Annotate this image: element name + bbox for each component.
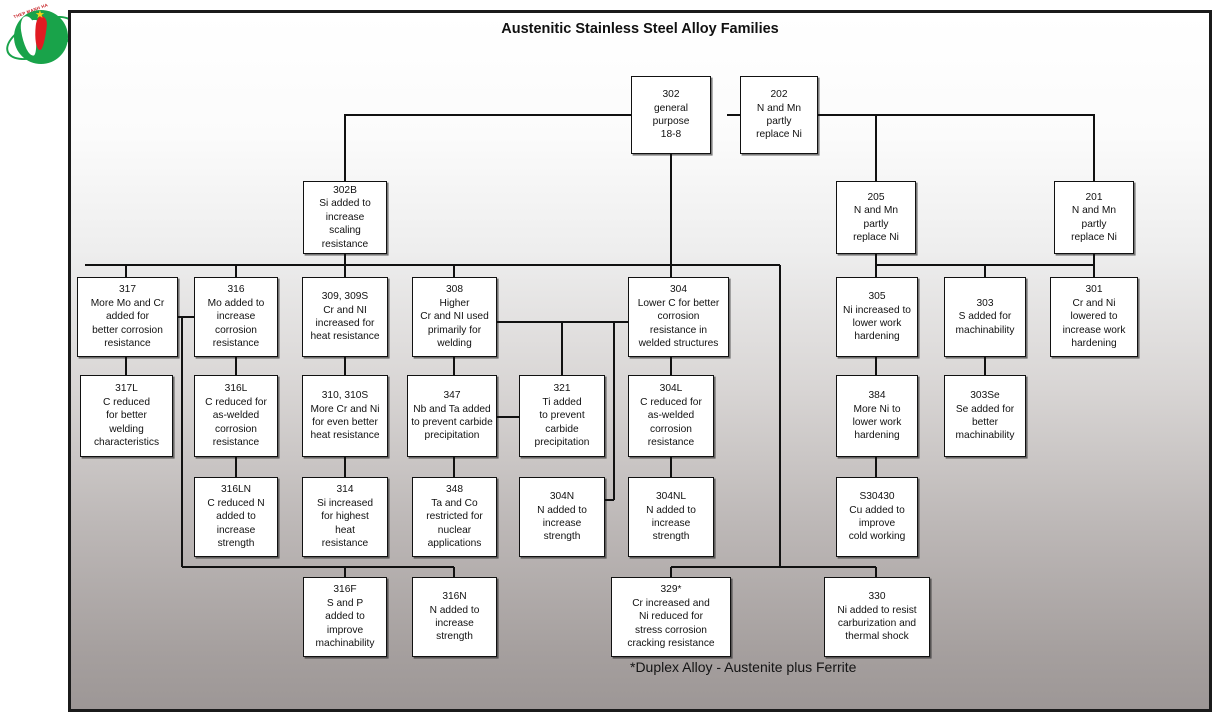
node-desc: C reduced for as-welded corrosion resist… bbox=[205, 396, 267, 449]
node-desc: Mo added to increase corrosion resistanc… bbox=[207, 297, 265, 350]
node-code: 329* bbox=[660, 584, 682, 596]
node-329[interactable]: 329*Cr increased and Ni reduced for stre… bbox=[611, 577, 731, 657]
node-desc: Ni added to resist carburization and the… bbox=[837, 604, 917, 643]
node-desc: More Cr and Ni for even better heat resi… bbox=[310, 403, 380, 442]
node-desc: N and Mn partly replace Ni bbox=[1071, 205, 1117, 243]
node-code: 302 bbox=[662, 89, 680, 101]
node-desc: Cu added to improve cold working bbox=[848, 504, 906, 543]
node-desc: More Mo and Cr added for better corrosio… bbox=[90, 297, 165, 350]
node-desc: N added to increase strength bbox=[429, 604, 480, 643]
node-code: 302B bbox=[333, 184, 357, 196]
node-desc: Cr and NI increased for heat resistance bbox=[310, 304, 380, 343]
node-code: 384 bbox=[868, 390, 886, 402]
node-code: 304L bbox=[659, 383, 683, 395]
node-302B[interactable]: 302B Si added to increase scaling resista… bbox=[303, 181, 387, 254]
node-code: 347 bbox=[443, 390, 461, 402]
node-code: 202 bbox=[770, 89, 788, 101]
node-desc: Si added to increase scaling resistance bbox=[319, 198, 371, 250]
node-code: 317 bbox=[119, 284, 136, 296]
node-205[interactable]: 205 N and Mn partly replace Ni bbox=[836, 181, 916, 254]
node-code: 348 bbox=[446, 484, 463, 496]
footnote: *Duplex Alloy - Austenite plus Ferrite bbox=[630, 659, 857, 675]
node-code: 201 bbox=[1085, 191, 1103, 203]
node-code: 321 bbox=[553, 383, 571, 395]
node-desc: N and Mn partly replace Ni bbox=[853, 205, 899, 243]
node-code: 301 bbox=[1085, 284, 1103, 296]
node-code: 205 bbox=[867, 191, 885, 203]
node-code: 316F bbox=[333, 584, 357, 596]
node-code: 316 bbox=[227, 284, 245, 296]
node-code: 308 bbox=[446, 284, 463, 296]
node-desc: S added for machinability bbox=[955, 311, 1015, 336]
node-code: 317L bbox=[115, 383, 138, 395]
company-logo: ★ THEP MANH HA bbox=[0, 2, 83, 70]
node-desc: Cr increased and Ni reduced for stress c… bbox=[627, 597, 715, 650]
node-code: S30430 bbox=[859, 491, 895, 503]
node-201[interactable]: 201 N and Mn partly replace Ni bbox=[1054, 181, 1134, 254]
node-code: 310, 310S bbox=[321, 390, 369, 402]
node-desc: Cr and Ni lowered to increase work harde… bbox=[1062, 297, 1126, 350]
page-title: Austenitic Stainless Steel Alloy Familie… bbox=[501, 21, 779, 37]
node-303[interactable]: 303 S added for machinability bbox=[944, 277, 1026, 357]
node-desc: general purpose 18-8 bbox=[652, 102, 690, 141]
node-desc: Ti added to prevent carbide precipitatio… bbox=[534, 396, 590, 449]
node-code: 314 bbox=[336, 484, 354, 496]
node-desc: Higher Cr and NI used primarily for weld… bbox=[420, 297, 489, 350]
node-code: 303 bbox=[976, 297, 994, 309]
node-code: 304 bbox=[670, 284, 687, 296]
node-desc: N and Mn partly replace Ni bbox=[756, 102, 802, 141]
node-desc: C reduced for better welding characteris… bbox=[93, 396, 160, 449]
node-code: 316N bbox=[442, 591, 467, 603]
node-desc: Ni increased to lower work hardening bbox=[843, 304, 911, 343]
node-desc: Si increased for highest heat resistance bbox=[316, 497, 374, 550]
node-code: 305 bbox=[868, 291, 886, 303]
node-code: 304NL bbox=[655, 491, 687, 503]
node-desc: Lower C for better corrosion resistance … bbox=[637, 297, 720, 350]
node-desc: Se added for better machinability bbox=[955, 403, 1015, 442]
node-desc: C reduced N added to increase strength bbox=[207, 497, 265, 550]
node-code: 304N bbox=[549, 491, 575, 503]
node-desc: Nb and Ta added to prevent carbide preci… bbox=[411, 403, 493, 442]
node-code: 316LN bbox=[220, 484, 252, 496]
node-desc: S and P added to improve machinability bbox=[315, 597, 375, 650]
node-code: 316L bbox=[224, 383, 248, 395]
logo-star-icon: ★ bbox=[35, 9, 45, 21]
node-code: 303Se bbox=[970, 390, 1000, 402]
node-code: 330 bbox=[868, 591, 886, 603]
node-desc: N added to increase strength bbox=[537, 504, 587, 543]
node-code: 309, 309S bbox=[321, 291, 369, 303]
node-desc: More Ni to lower work hardening bbox=[852, 403, 902, 442]
node-desc: N added to increase strength bbox=[646, 504, 696, 543]
node-desc: Ta and Co restricted for nuclear applica… bbox=[426, 497, 483, 550]
node-desc: C reduced for as-welded corrosion resist… bbox=[640, 396, 702, 449]
